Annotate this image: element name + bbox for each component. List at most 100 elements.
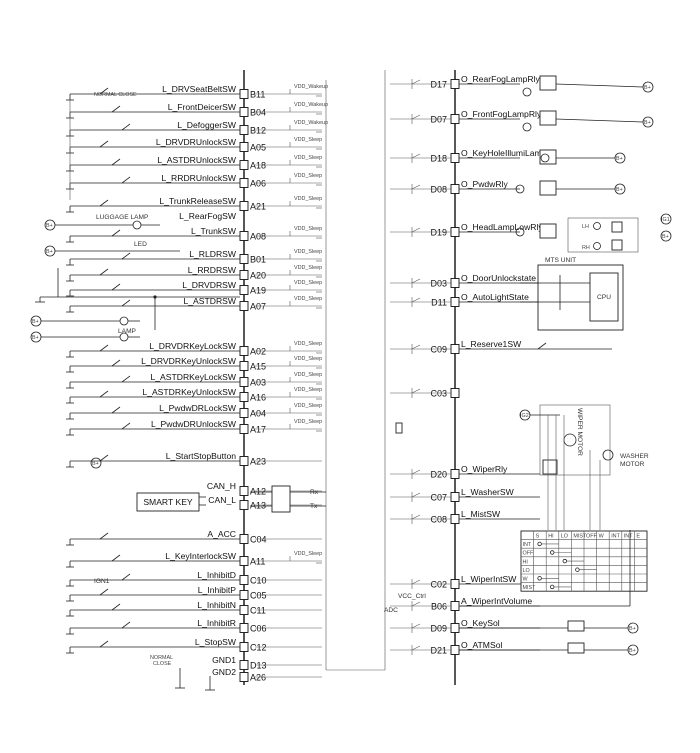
pin-box: [450, 388, 460, 398]
pin-id: A12: [250, 487, 266, 497]
pin-signal-label: O_FrontFogLampRly: [461, 109, 542, 119]
pin-id: B11: [250, 90, 265, 100]
bplus-text: B+: [32, 335, 39, 341]
pin-id: A13: [250, 501, 266, 511]
pin-id: D11: [431, 298, 447, 308]
pin-box: [239, 270, 249, 280]
pin-signal-label: L_WiperIntSW: [461, 574, 517, 584]
wiper-relay: [542, 459, 558, 475]
pin-id: A07: [250, 302, 266, 312]
bplus-text: B+: [629, 626, 636, 632]
adc-label: ADC: [384, 607, 398, 614]
pin-signal-label: L_KeyInterlockSW: [165, 551, 237, 561]
pin-signal-label: L_InhibitD: [197, 570, 236, 580]
pull-up-tag: VDD_Sleep: [294, 155, 322, 161]
bplus-text: B+: [92, 461, 99, 467]
pin-signal-label: L_DRVDRKeyUnlockSW: [141, 356, 237, 366]
bplus-text: B+: [662, 234, 669, 240]
bplus-text: B+: [46, 223, 53, 229]
switch-contact: [121, 299, 131, 307]
pull-up-tag: VDD_Sleep: [294, 249, 322, 255]
pin-box: [239, 672, 249, 682]
pin-signal-label: L_ASTDRKeyLockSW: [151, 372, 237, 382]
table-contact: [550, 550, 555, 555]
washer-motor-label-2: MOTOR: [620, 461, 645, 468]
pin-box: [450, 153, 460, 163]
lamp-bulb: [540, 153, 550, 163]
headlamp-rh-bulb: [593, 242, 601, 250]
pin-box: [450, 278, 460, 288]
pin-box: [239, 605, 249, 615]
pin-signal-label: L_InhibitR: [197, 618, 236, 628]
switch-contact: [99, 454, 109, 462]
can-tx-label: Tx: [310, 503, 318, 510]
switch-contact: [111, 283, 121, 291]
switch-contact: [111, 105, 121, 113]
ig1-text: IG1: [661, 217, 670, 223]
solenoid-symbol: [567, 620, 585, 632]
pin-signal-label: O_AutoLightState: [461, 292, 529, 302]
pin-id: C05: [250, 591, 267, 601]
relay-symbol: [539, 110, 557, 126]
headlamp-relay-box: [567, 217, 639, 253]
pin-signal-label: L_PwdwDRLockSW: [159, 403, 237, 413]
lh-label: LH: [582, 224, 589, 230]
pin-signal-label: L_ASTDRSW: [183, 296, 236, 306]
table-header-cell: S: [536, 534, 540, 540]
pin-box: [450, 297, 460, 307]
pin-id: C08: [430, 515, 447, 525]
pin-signal-label: L_MistSW: [461, 509, 501, 519]
pull-up-tag: VDD_Sleep: [294, 341, 322, 347]
pull-up-tag: VDD_Sleep: [294, 551, 322, 557]
table-header-cell: OFF: [586, 534, 597, 540]
pin-box: [450, 601, 460, 611]
pin-signal-label: L_DRVDRSW: [182, 280, 237, 290]
pin-box: [239, 556, 249, 566]
pull-up-tag: VDD_Sleep: [294, 387, 322, 393]
pin-signal-label: A_WiperIntVolume: [461, 596, 532, 606]
switch-contact: [121, 176, 131, 184]
right-pin-row: D11 O_AutoLightState: [390, 292, 538, 308]
pin-id: A15: [250, 362, 266, 372]
solenoid-symbol: [567, 642, 585, 654]
switch-contact: [99, 140, 109, 148]
pin-box: [239, 377, 249, 387]
bplus-source: [90, 457, 102, 469]
table-row-label: OFF: [523, 551, 534, 557]
pin-signal-label: L_ASTDRKeyUnlockSW: [142, 387, 236, 397]
vcc-ctrl-label: VCC_Ctrl: [398, 593, 426, 600]
pin-id: A20: [250, 271, 266, 281]
left-extras: L_RearFogSW NORMAL CLOSE LUGGAGE LAMP LE…: [30, 92, 326, 691]
pin-id: C03: [430, 389, 447, 399]
right-extras: MTS UNIT CPU WIPER MOTOR WASHER MOTOR IG…: [384, 213, 672, 614]
pin-box: [239, 361, 249, 371]
pin-id: C07: [430, 493, 447, 503]
pin-box: [239, 285, 249, 295]
pull-up-tag: VDD_Sleep: [294, 173, 322, 179]
luggage-lamp-bulb: [132, 220, 142, 230]
bplus-text: B+: [46, 249, 53, 255]
pin-id: D17: [430, 80, 447, 90]
pin-signal-label: L_RRDRSW: [188, 265, 237, 275]
bplus-text: B+: [616, 156, 623, 162]
pin-signal-label: L_Reserve1SW: [461, 339, 522, 349]
pin-id: D20: [430, 470, 447, 480]
